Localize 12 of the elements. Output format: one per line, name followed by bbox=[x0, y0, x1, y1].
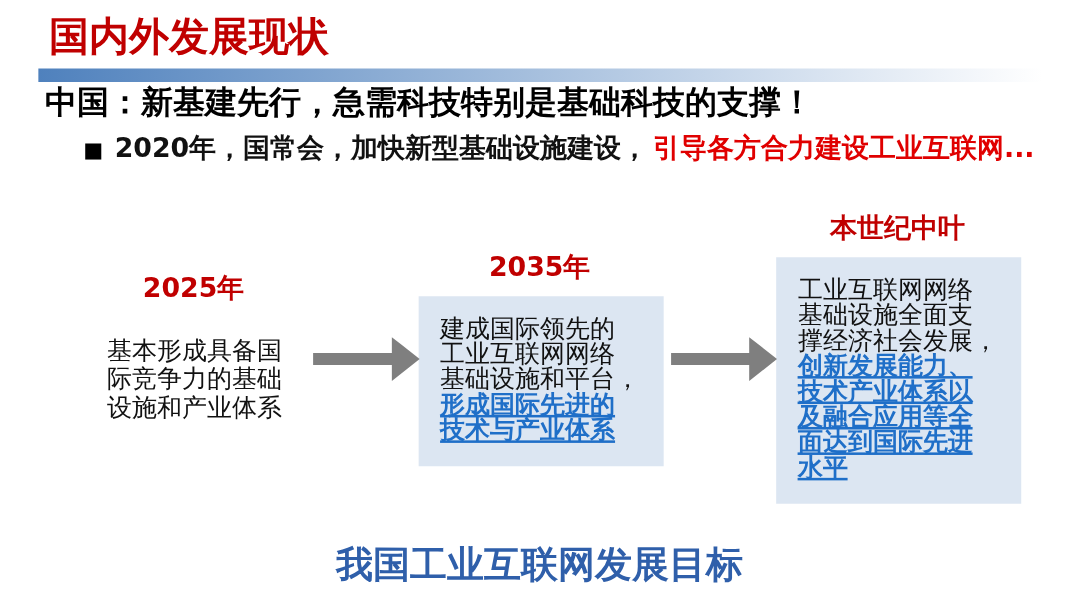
diagram-title: 国内外发展现状 bbox=[48, 12, 329, 59]
node-box: 建成国际领先的工业互联网网络基础设施和平台， 形成国际先进的技术与产业体系 bbox=[418, 296, 664, 467]
label: 中国：新基建先行，急需科技特别是基础科技的支撑！ bbox=[44, 82, 813, 121]
caption: 我国工业互联网发展目标 bbox=[335, 542, 743, 587]
arrow bbox=[670, 337, 777, 381]
node-box: 工业互联网网络基础设施全面支撑经济社会发展， 创新发展能力、技术产业体系以及融合应用等全面达到国际先进水平 bbox=[775, 257, 1021, 504]
node-text: 2025年 基本形成具备国际竞争力的基础设施和产业体系 bbox=[106, 272, 282, 422]
node-label: 本世纪中叶 bbox=[829, 212, 965, 244]
label: 2020年，国常会，加快新型基础设施建设， bbox=[114, 131, 648, 163]
node-label: 2035年 bbox=[488, 251, 590, 283]
arrow bbox=[312, 337, 420, 381]
label: 引导各方合力建设工业互联网... bbox=[652, 131, 1034, 163]
